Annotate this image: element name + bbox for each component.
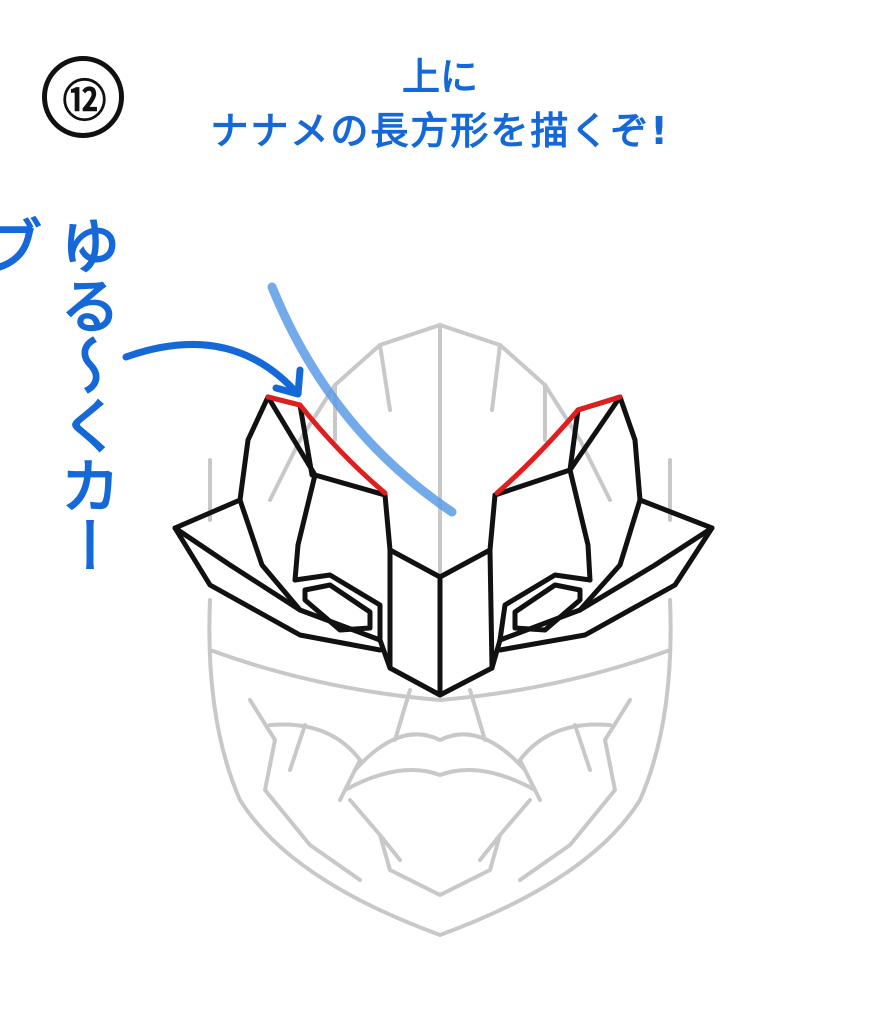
gray-helmet-sketch xyxy=(207,323,673,937)
instruction-title-line2: ナナメの長方形を描くぞ! xyxy=(210,109,670,153)
annotation-arrow xyxy=(122,340,304,398)
red-highlight-strips xyxy=(265,394,623,496)
curve-annotation-label: ゆる〜くカーブ xyxy=(0,215,120,575)
blue-guide-curve xyxy=(267,282,457,517)
instruction-title-line1: 上に xyxy=(401,55,478,99)
step-number-badge: ⑫ xyxy=(42,56,124,138)
black-helmet-outline xyxy=(172,394,715,698)
